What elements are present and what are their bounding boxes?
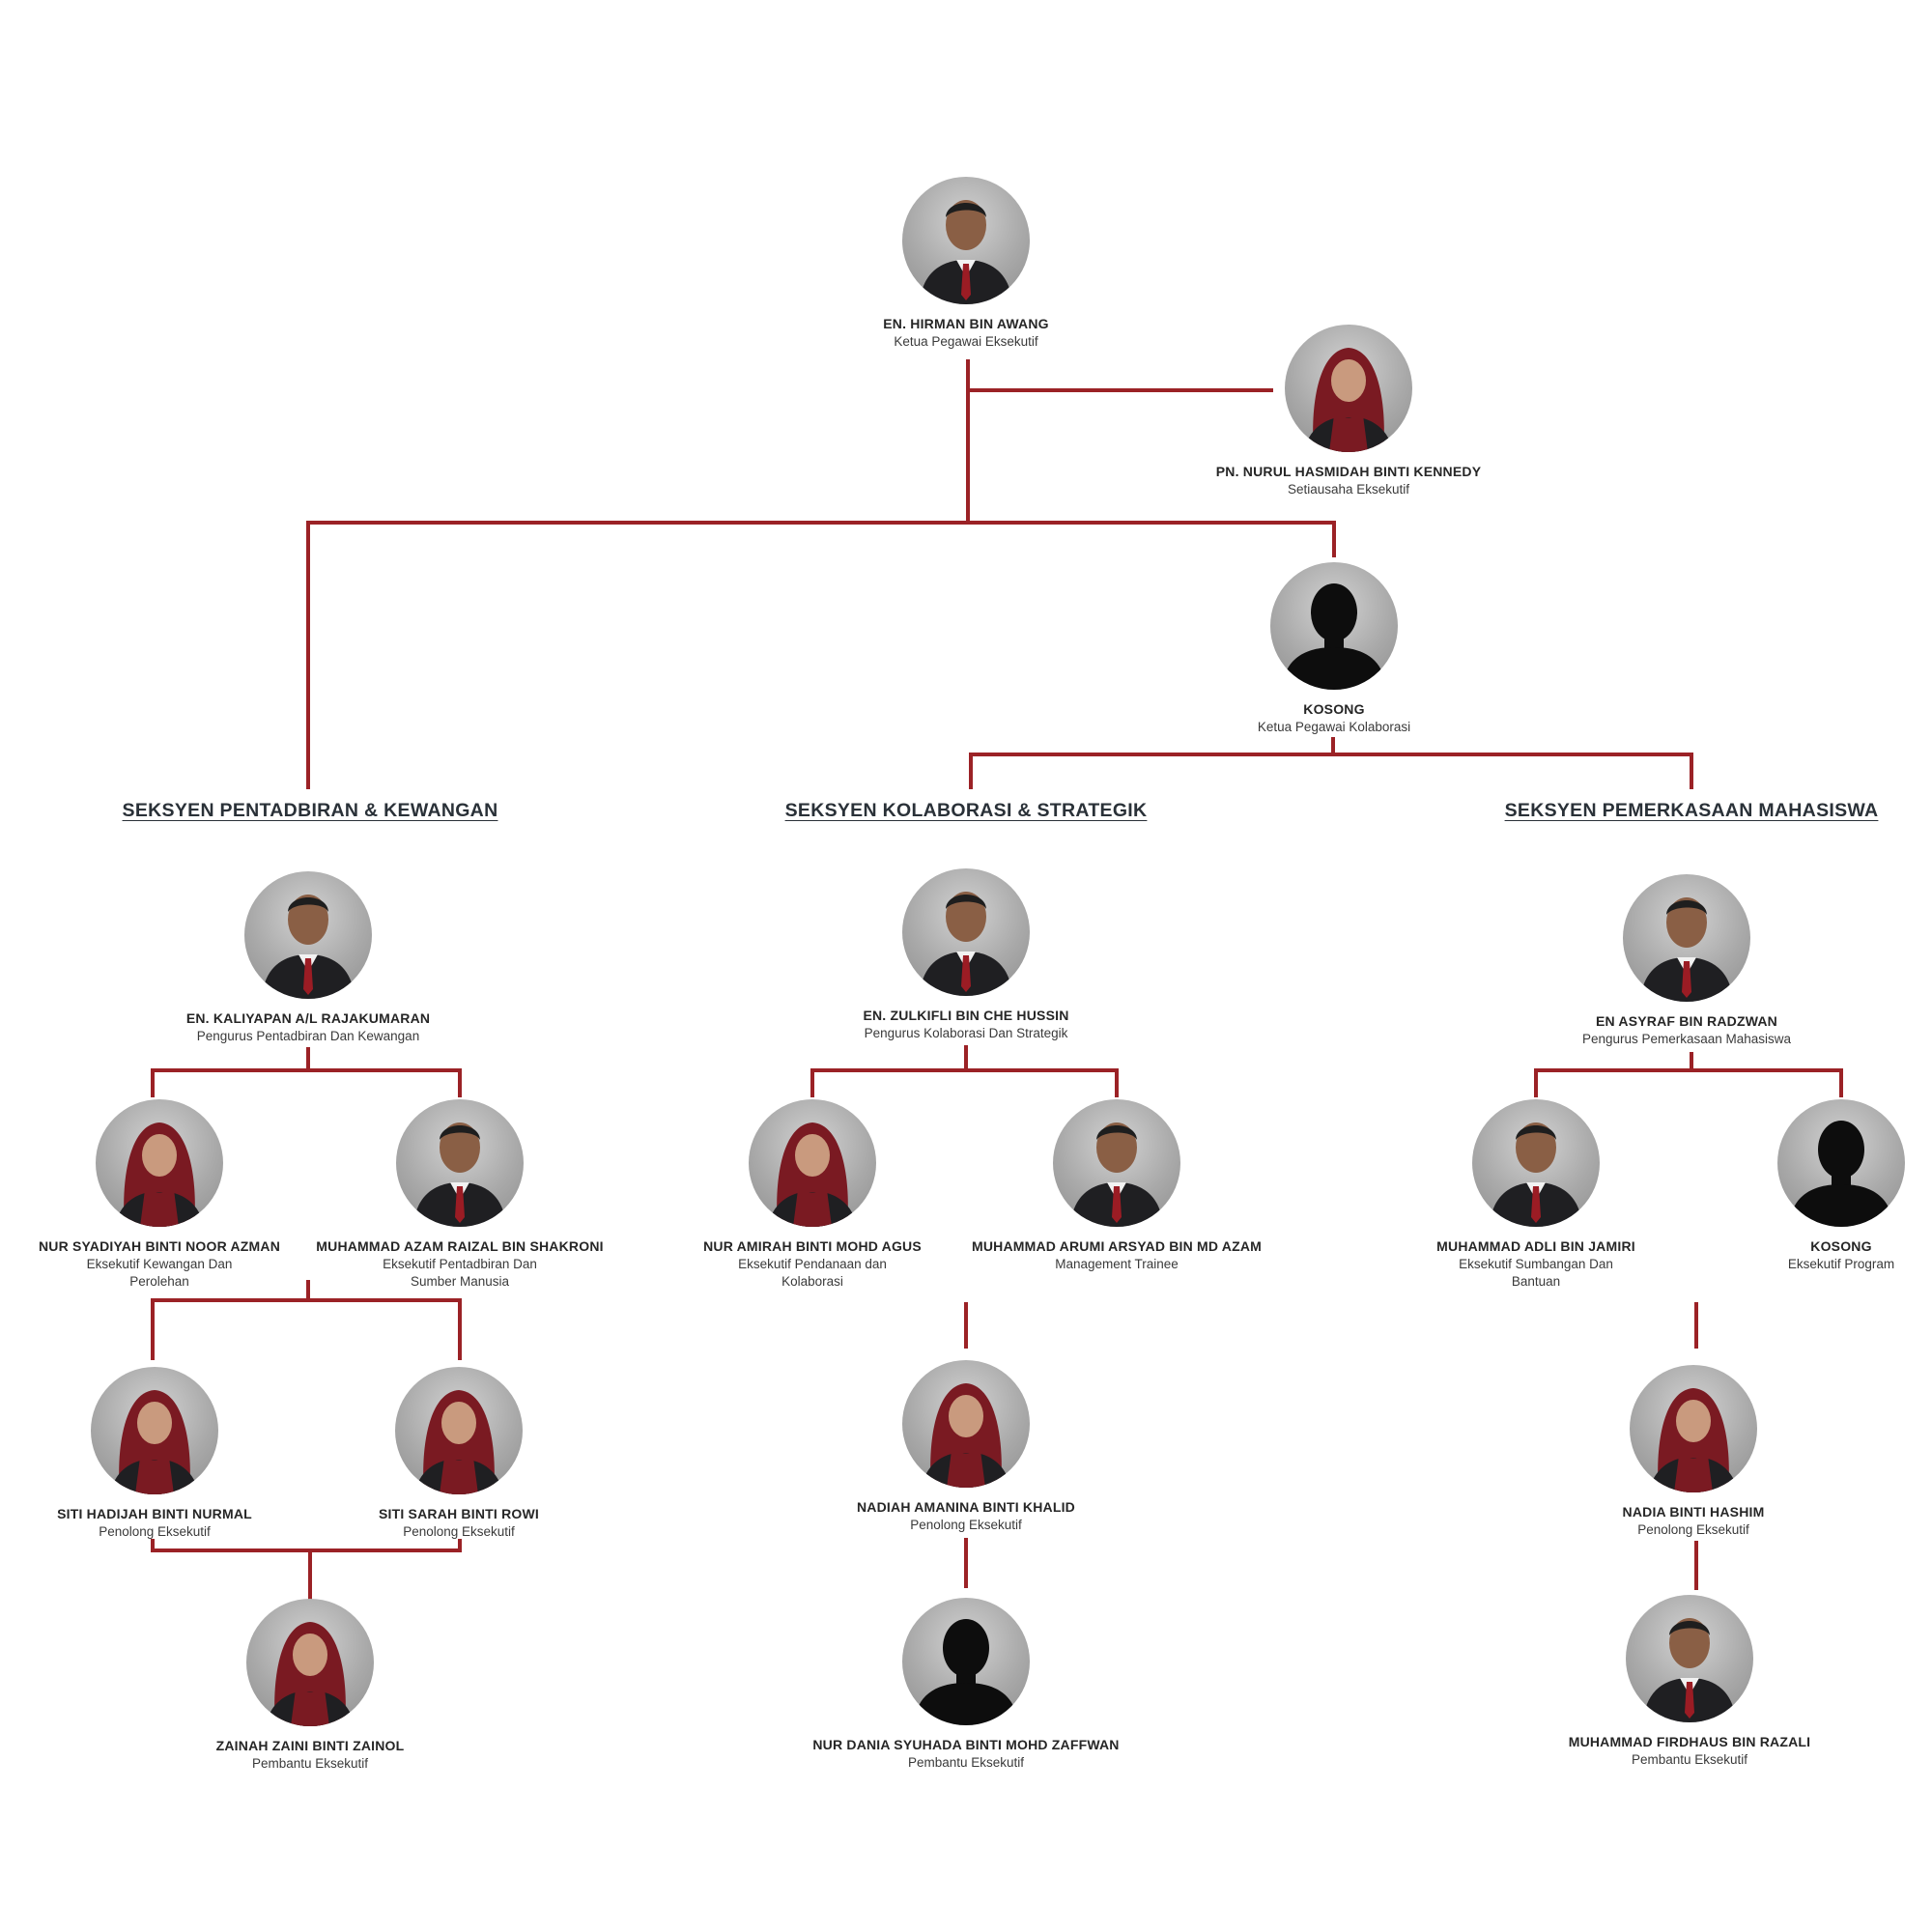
photo-man-icon (1053, 1099, 1180, 1227)
person-name: SITI HADIJAH BINTI NURMAL (57, 1506, 252, 1521)
person-card-arumi: MUHAMMAD ARUMI ARSYAD BIN MD AZAM Manage… (904, 1099, 1329, 1273)
person-card-secretary: PN. NURUL HASMIDAH BINTI KENNEDY Setiaus… (1136, 325, 1561, 498)
person-role: Eksekutif Kewangan Dan Perolehan (86, 1257, 233, 1289)
person-role: Management Trainee (1055, 1257, 1179, 1271)
photo-man-icon (1626, 1595, 1753, 1722)
person-name: SITI SARAH BINTI ROWI (379, 1506, 539, 1521)
person-name: MUHAMMAD FIRDHAUS BIN RAZALI (1568, 1734, 1811, 1749)
person-name: NUR SYADIYAH BINTI NOOR AZMAN (38, 1238, 281, 1254)
person-role: Pembantu Eksekutif (1631, 1752, 1748, 1767)
person-card-amirah: NUR AMIRAH BINTI MOHD AGUS Eksekutif Pen… (600, 1099, 1025, 1291)
person-role: Penolong Eksekutif (403, 1524, 515, 1539)
silhouette-icon (1270, 562, 1398, 690)
person-card-adli: MUHAMMAD ADLI BIN JAMIRI Eksekutif Sumba… (1323, 1099, 1748, 1291)
section-title-pentadbiran: SEKSYEN PENTADBIRAN & KEWANGAN (122, 800, 498, 821)
section-title-pemerkasaan: SEKSYEN PEMERKASAAN MAHASISWA (1504, 800, 1879, 821)
person-role: Pembantu Eksekutif (251, 1756, 369, 1771)
person-card-ceo: EN. HIRMAN BIN AWANG Ketua Pegawai Eksek… (753, 177, 1179, 351)
person-role: Setiausaha Eksekutif (1287, 482, 1410, 497)
person-name: NUR AMIRAH BINTI MOHD AGUS (703, 1238, 922, 1254)
person-card-hadijah: SITI HADIJAH BINTI NURMAL Penolong Eksek… (0, 1367, 367, 1541)
photo-woman-hijab-icon (1285, 325, 1412, 452)
person-role: Pembantu Eksekutif (907, 1755, 1025, 1770)
photo-man-icon (396, 1099, 524, 1227)
person-card-collab-head: KOSONG Ketua Pegawai Kolaborasi (1122, 562, 1547, 736)
person-role: Eksekutif Pentadbiran Dan Sumber Manusia (383, 1257, 537, 1289)
person-card-zainah: ZAINAH ZAINI BINTI ZAINOL Pembantu Eksek… (98, 1599, 523, 1773)
photo-woman-hijab-icon (246, 1599, 374, 1726)
person-role: Ketua Pegawai Kolaborasi (1257, 720, 1411, 734)
person-name: MUHAMMAD ADLI BIN JAMIRI (1436, 1238, 1635, 1254)
photo-man-icon (1623, 874, 1750, 1002)
photo-woman-hijab-icon (1630, 1365, 1757, 1492)
person-name: MUHAMMAD ARUMI ARSYAD BIN MD AZAM (971, 1238, 1263, 1254)
photo-man-icon (244, 871, 372, 999)
person-card-azam: MUHAMMAD AZAM RAIZAL BIN SHAKRONI Ekseku… (247, 1099, 672, 1291)
person-role: Eksekutif Pendanaan dan Kolaborasi (738, 1257, 887, 1289)
person-name: EN ASYRAF BIN RADZWAN (1595, 1013, 1777, 1029)
photo-man-icon (902, 868, 1030, 996)
photo-woman-hijab-icon (91, 1367, 218, 1494)
photo-woman-hijab-icon (902, 1360, 1030, 1488)
person-card-sarah: SITI SARAH BINTI ROWI Penolong Eksekutif (246, 1367, 671, 1541)
silhouette-icon (1777, 1099, 1905, 1227)
person-card-nadiah: NADIAH AMANINA BINTI KHALID Penolong Eks… (753, 1360, 1179, 1534)
section-title-kolaborasi: SEKSYEN KOLABORASI & STRATEGIK (784, 800, 1148, 821)
person-role: Penolong Eksekutif (1637, 1522, 1749, 1537)
person-role: Eksekutif Program (1787, 1257, 1895, 1271)
person-name: NADIAH AMANINA BINTI KHALID (856, 1499, 1075, 1515)
person-role: Pengurus Pentadbiran Dan Kewangan (196, 1029, 420, 1043)
person-role: Pengurus Kolaborasi Dan Strategik (864, 1026, 1068, 1040)
person-card-kaliyapan: EN. KALIYAPAN A/L RAJAKUMARAN Pengurus P… (96, 871, 521, 1045)
person-name: EN. KALIYAPAN A/L RAJAKUMARAN (185, 1010, 431, 1026)
person-name: EN. HIRMAN BIN AWANG (883, 316, 1049, 331)
person-name: ZAINAH ZAINI BINTI ZAINOL (215, 1738, 405, 1753)
person-name: EN. ZULKIFLI BIN CHE HUSSIN (863, 1008, 1069, 1023)
person-name: MUHAMMAD AZAM RAIZAL BIN SHAKRONI (316, 1238, 604, 1254)
person-role: Pengurus Pemerkasaan Mahasiswa (1581, 1032, 1792, 1046)
photo-man-icon (902, 177, 1030, 304)
person-role: Penolong Eksekutif (99, 1524, 211, 1539)
person-card-zulkifli: EN. ZULKIFLI BIN CHE HUSSIN Pengurus Kol… (753, 868, 1179, 1042)
photo-woman-hijab-icon (96, 1099, 223, 1227)
photo-woman-hijab-icon (395, 1367, 523, 1494)
silhouette-icon (902, 1598, 1030, 1725)
photo-man-icon (1472, 1099, 1600, 1227)
person-name: NUR DANIA SYUHADA BINTI MOHD ZAFFWAN (812, 1737, 1120, 1752)
person-card-kosong-program: KOSONG Eksekutif Program (1629, 1099, 1932, 1273)
person-name: PN. NURUL HASMIDAH BINTI KENNEDY (1215, 464, 1482, 479)
photo-woman-hijab-icon (749, 1099, 876, 1227)
person-role: Penolong Eksekutif (910, 1518, 1022, 1532)
person-card-firdhaus: MUHAMMAD FIRDHAUS BIN RAZALI Pembantu Ek… (1477, 1595, 1902, 1769)
person-role: Eksekutif Sumbangan Dan Bantuan (1459, 1257, 1613, 1289)
person-name: NADIA BINTI HASHIM (1622, 1504, 1765, 1520)
person-role: Ketua Pegawai Eksekutif (894, 334, 1038, 349)
person-name: KOSONG (1810, 1238, 1872, 1254)
person-card-asyraf: EN ASYRAF BIN RADZWAN Pengurus Pemerkasa… (1474, 874, 1899, 1048)
person-card-nadia: NADIA BINTI HASHIM Penolong Eksekutif (1481, 1365, 1906, 1539)
person-card-dania: NUR DANIA SYUHADA BINTI MOHD ZAFFWAN Pem… (753, 1598, 1179, 1772)
person-name: KOSONG (1303, 701, 1365, 717)
person-card-syadiyah: NUR SYADIYAH BINTI NOOR AZMAN Eksekutif … (0, 1099, 372, 1291)
